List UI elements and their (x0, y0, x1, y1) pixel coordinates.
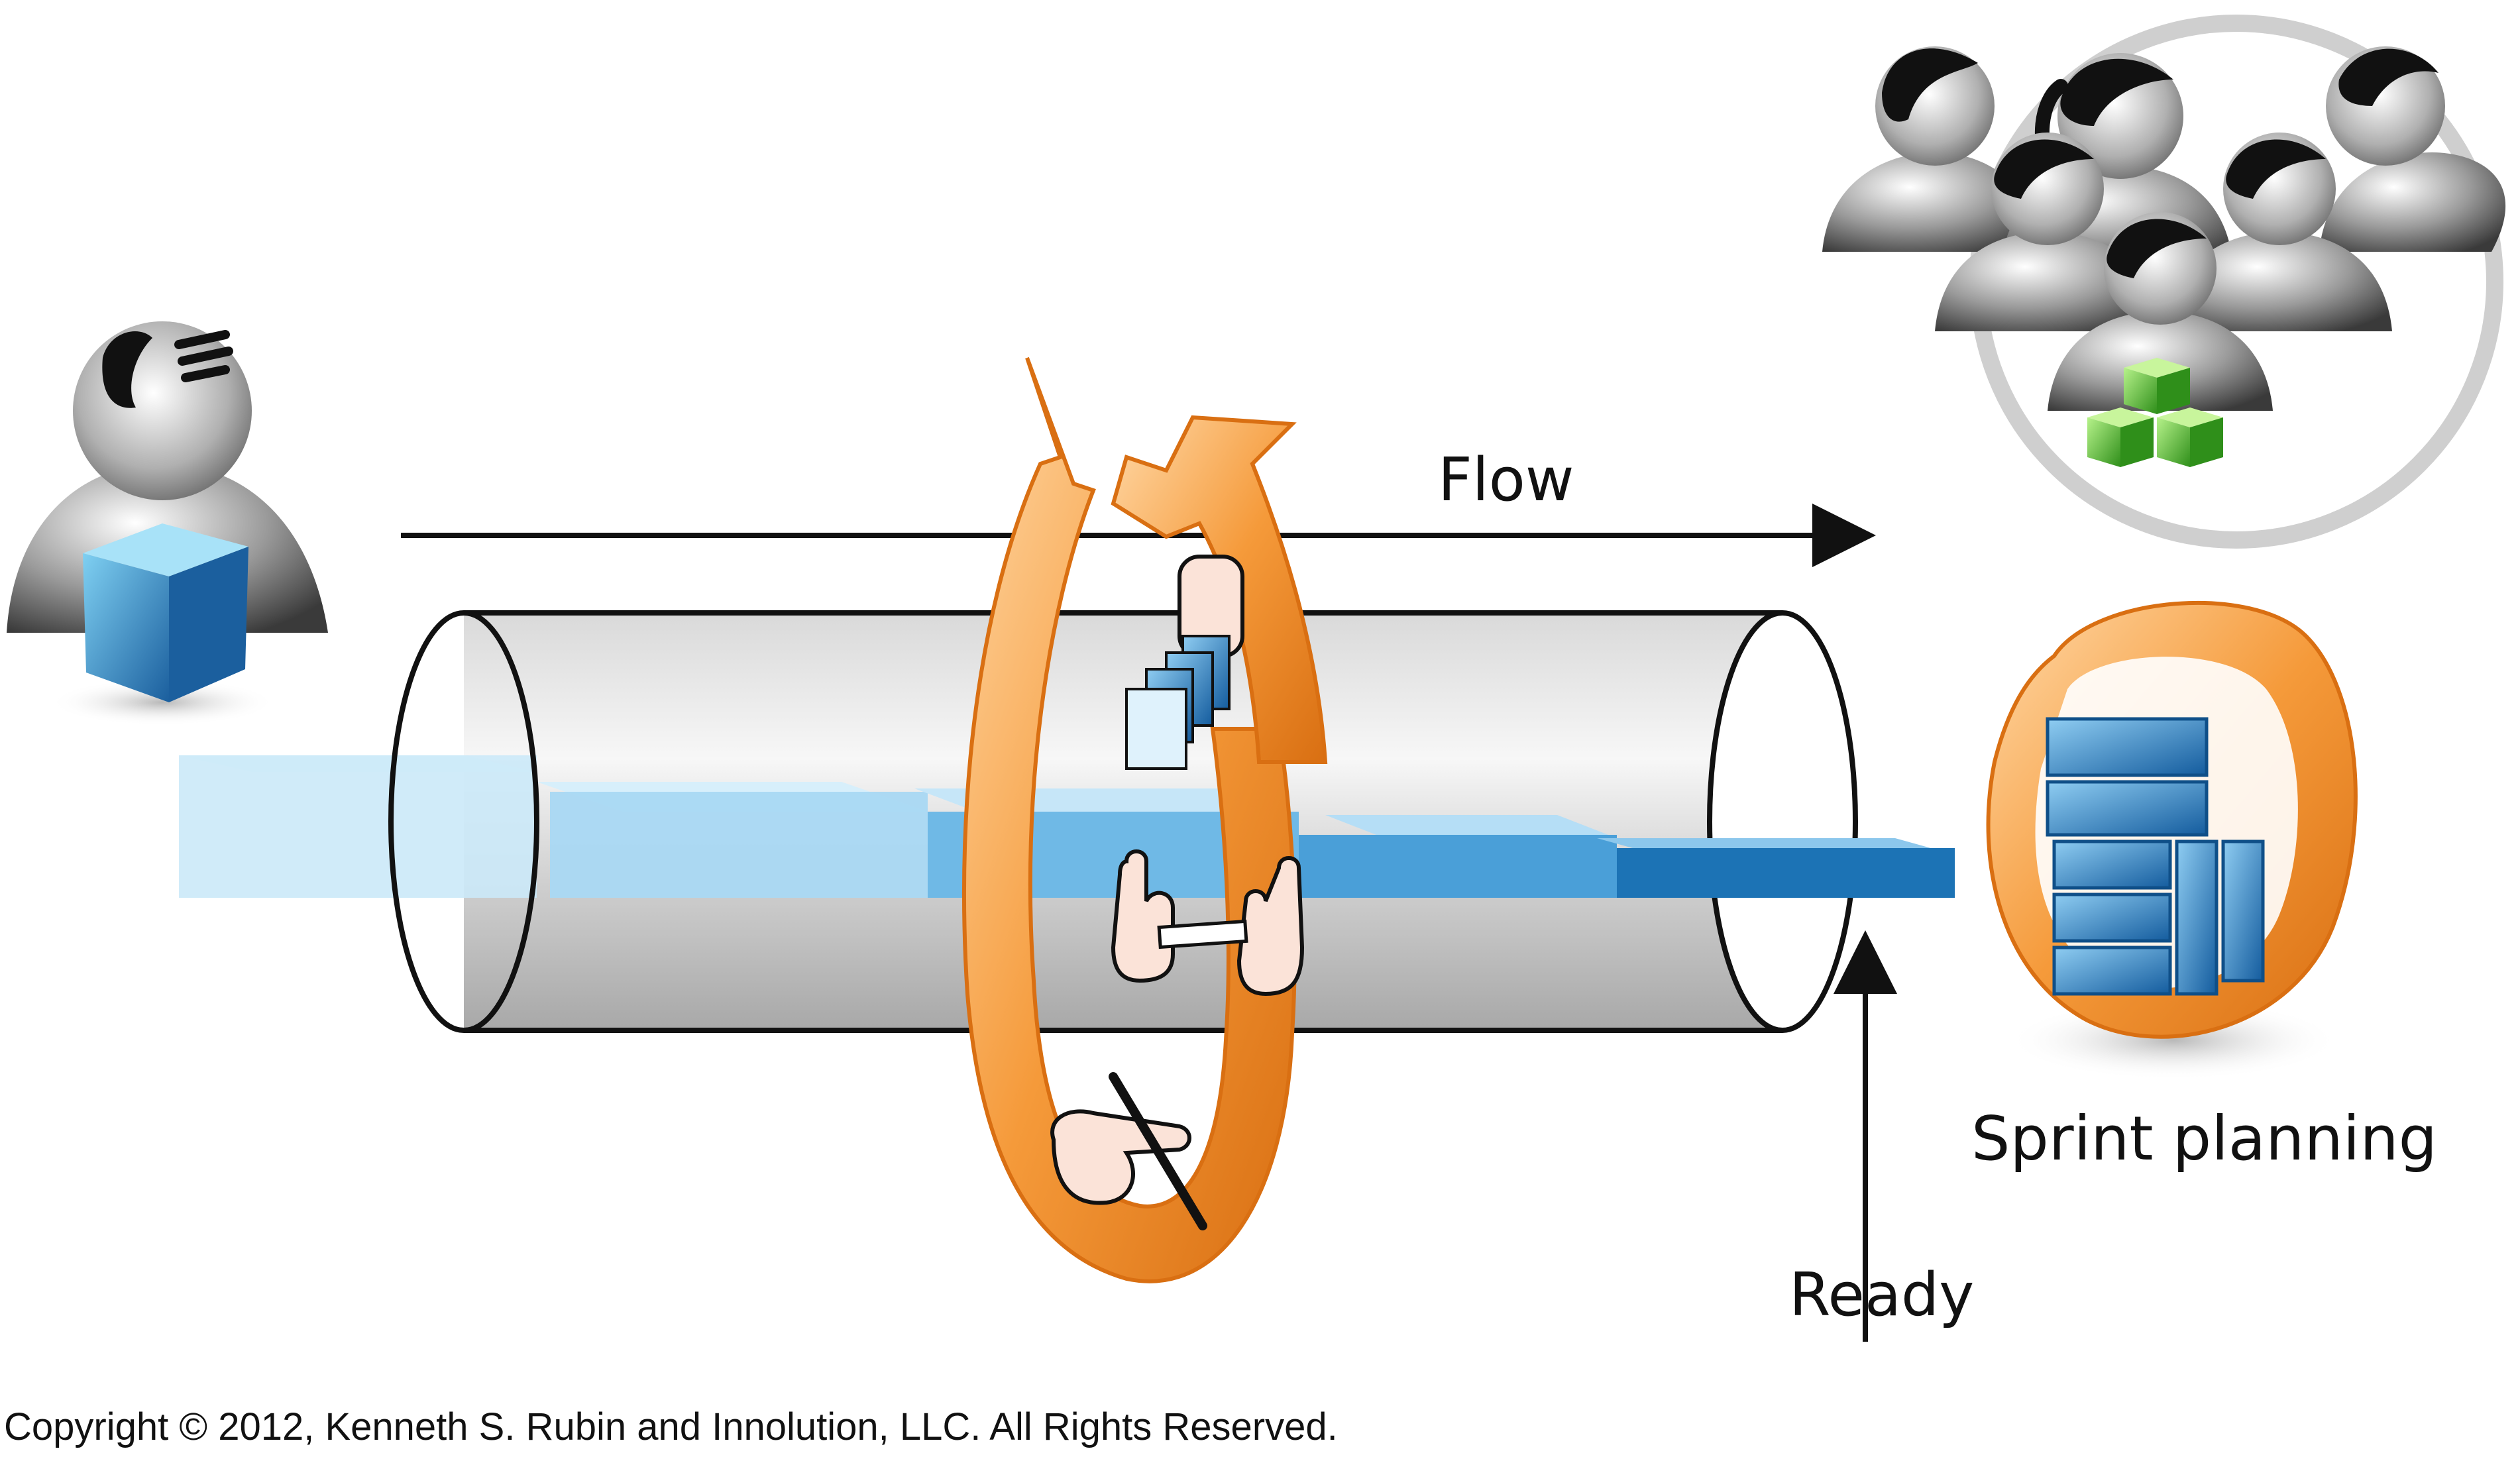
ready-label: Ready (1789, 1260, 1974, 1330)
backlog-item (550, 792, 928, 898)
cube-icon (83, 523, 248, 702)
team-icon (1822, 15, 2506, 549)
flow-label: Flow (1438, 445, 1574, 515)
green-cubes-icon (2087, 358, 2223, 467)
copyright-notice: Copyright © 2012, Kenneth S. Rubin and I… (4, 1405, 1338, 1448)
sprint-planning-icon (1986, 600, 2358, 1080)
hand-writing-icon (1050, 1072, 1207, 1230)
sprint-planning-label: Sprint planning (1971, 1103, 2437, 1174)
hands-measuring-icon (1111, 849, 1305, 997)
hand-pointing-icon (1125, 555, 1244, 770)
backlog-item (1617, 848, 1955, 898)
backlog-item (179, 755, 537, 898)
backlog-item (1299, 835, 1617, 898)
product-owner-icon (7, 321, 328, 726)
backlog-items (179, 755, 1955, 898)
